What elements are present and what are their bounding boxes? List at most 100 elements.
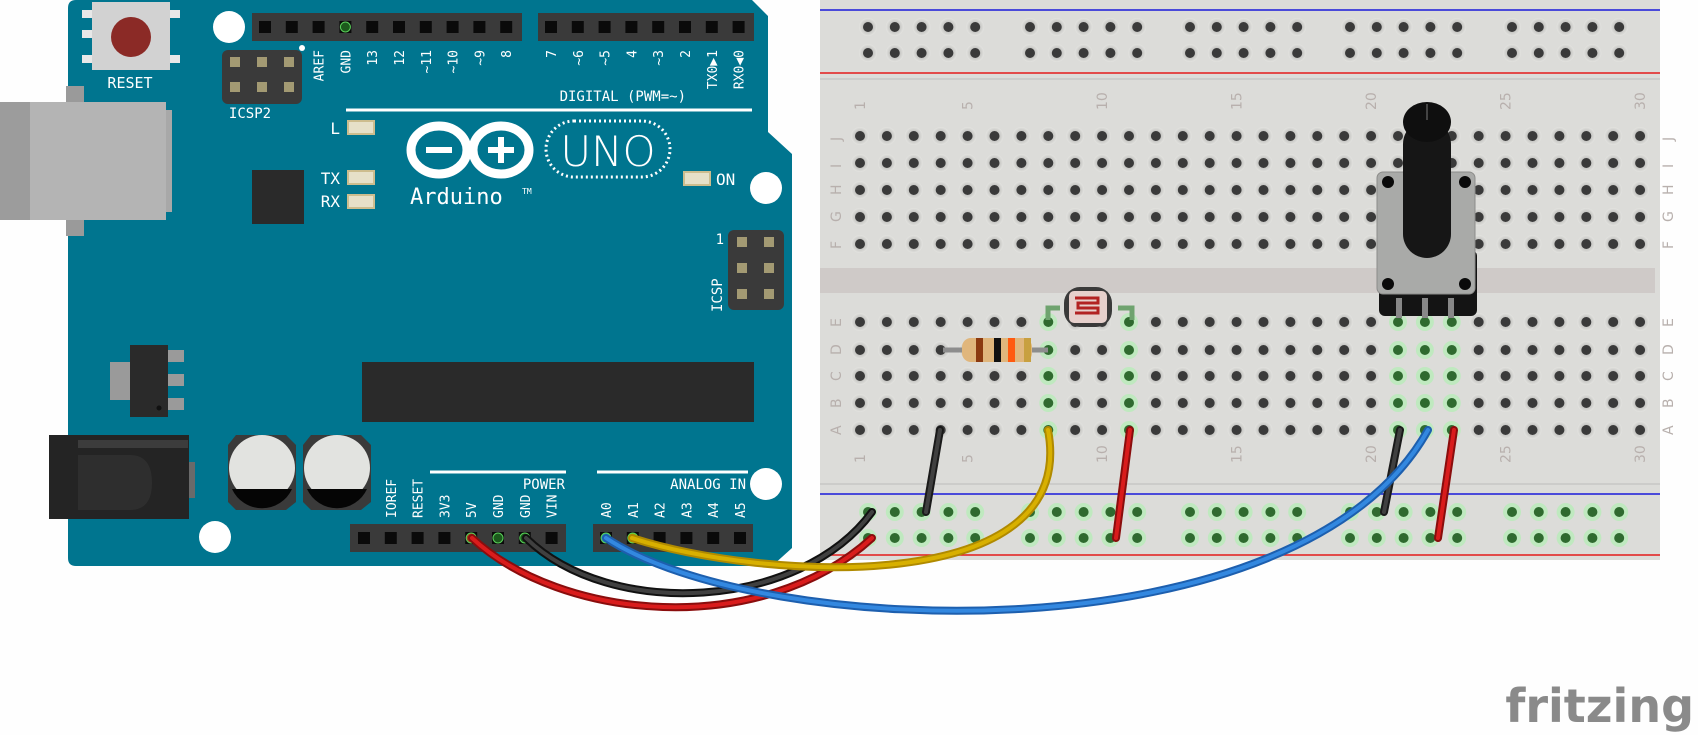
row-letter: J	[829, 137, 845, 142]
header-pin[interactable]	[734, 532, 746, 544]
center-channel	[820, 268, 1655, 293]
row-letter: C	[829, 371, 845, 381]
reset-button-cap[interactable]	[111, 17, 151, 57]
power-pin-label: 3V3	[438, 495, 453, 518]
header-pin[interactable]	[598, 21, 611, 33]
header-pin[interactable]	[732, 21, 745, 33]
header-pin[interactable]	[366, 21, 379, 33]
header-pin[interactable]	[652, 21, 665, 33]
digital-pin-label: 13	[366, 50, 381, 66]
power-pin-label: GND	[492, 494, 507, 518]
resistor-band	[994, 338, 1001, 362]
header-pin[interactable]	[680, 532, 693, 544]
column-number: 30	[1633, 92, 1649, 110]
svg-text:TX: TX	[321, 169, 341, 188]
power-pin-label: IOREF	[385, 479, 400, 518]
header-pin[interactable]	[312, 21, 325, 33]
header-pin[interactable]	[384, 532, 397, 544]
row-letter: E	[829, 318, 845, 327]
digital-pin-label: 2	[679, 50, 694, 58]
header-pin[interactable]	[473, 21, 486, 33]
row-letter: H	[1661, 184, 1677, 195]
header-pin[interactable]	[707, 532, 720, 544]
header-pin[interactable]	[411, 532, 424, 544]
digital-pin-label: 12	[393, 50, 408, 66]
arduino-wordmark: Arduino	[410, 185, 503, 210]
resistor-band	[1024, 338, 1031, 362]
header-pin[interactable]	[285, 21, 298, 33]
icsp2-pin	[284, 57, 294, 67]
header-pin[interactable]	[393, 21, 405, 33]
header-pin[interactable]	[446, 21, 459, 33]
svg-text:L: L	[330, 119, 340, 138]
analog-pin-label: A0	[600, 502, 615, 518]
icsp-pin	[737, 237, 747, 247]
digital-pin-label: GND	[339, 50, 354, 74]
header-pin[interactable]	[358, 532, 370, 544]
header-pin[interactable]	[571, 21, 584, 33]
icsp-pin	[764, 237, 774, 247]
column-number: 5	[961, 454, 977, 463]
column-number: 20	[1364, 445, 1380, 463]
resistor-band	[1008, 338, 1015, 362]
icsp-pin	[764, 263, 774, 273]
led-rx: RX	[321, 192, 375, 211]
svg-text:RX: RX	[321, 192, 341, 211]
reset-label: RESET	[107, 74, 152, 92]
row-letter: D	[829, 344, 845, 355]
column-number: 15	[1230, 445, 1246, 463]
header-pin[interactable]	[679, 21, 691, 33]
potentiometer-knob[interactable]	[1403, 102, 1451, 142]
row-letter: G	[1661, 211, 1677, 222]
header-pin[interactable]	[625, 21, 638, 33]
microcontroller-chip	[362, 362, 754, 422]
row-letter: H	[829, 184, 845, 195]
header-pin[interactable]	[705, 21, 718, 33]
header-pin[interactable]	[653, 532, 666, 544]
row-letter: G	[829, 211, 845, 222]
capacitor	[303, 435, 371, 510]
analog-pin-label: A5	[734, 502, 749, 518]
header-pin[interactable]	[419, 21, 432, 33]
trademark: TM	[522, 187, 532, 196]
row-letter: A	[829, 425, 845, 435]
icsp2-pin	[230, 57, 240, 67]
column-number: 5	[961, 101, 977, 110]
row-letter: D	[1661, 344, 1677, 355]
row-letter: C	[1661, 371, 1677, 381]
led-on: ON	[683, 170, 735, 189]
potentiometer[interactable]	[1376, 102, 1477, 318]
analog-pin-label: A4	[707, 502, 722, 518]
icsp-pin	[737, 289, 747, 299]
digital-pin-label: ~11	[420, 50, 435, 73]
mounting-hole	[213, 11, 245, 43]
digital-pins	[259, 21, 745, 33]
column-number: 15	[1230, 92, 1246, 110]
usb-interface-chip	[252, 170, 304, 224]
bottom-header-pins	[358, 532, 746, 544]
icsp-label: ICSP	[710, 278, 726, 312]
header-pin[interactable]	[545, 532, 558, 544]
digital-pin-label: ~5	[599, 50, 614, 66]
reset-button[interactable]	[82, 2, 180, 70]
icsp-header	[728, 230, 784, 310]
header-pin[interactable]	[259, 21, 271, 33]
uno-badge	[544, 119, 672, 179]
row-letter: B	[829, 398, 845, 408]
fritzing-logo: fritzing	[1505, 679, 1694, 733]
power-pin-label: 5V	[465, 502, 480, 518]
header-pin[interactable]	[545, 21, 557, 33]
analog-pin-label: A2	[654, 502, 669, 518]
icsp2-header	[222, 45, 305, 104]
power-pin-label: VIN	[546, 495, 561, 518]
row-letter: I	[1661, 164, 1677, 168]
digital-pin-label: ~10	[447, 50, 462, 73]
icsp-pin1-label: 1	[716, 232, 724, 248]
header-pin[interactable]	[438, 532, 451, 544]
header-pin[interactable]	[500, 21, 513, 33]
